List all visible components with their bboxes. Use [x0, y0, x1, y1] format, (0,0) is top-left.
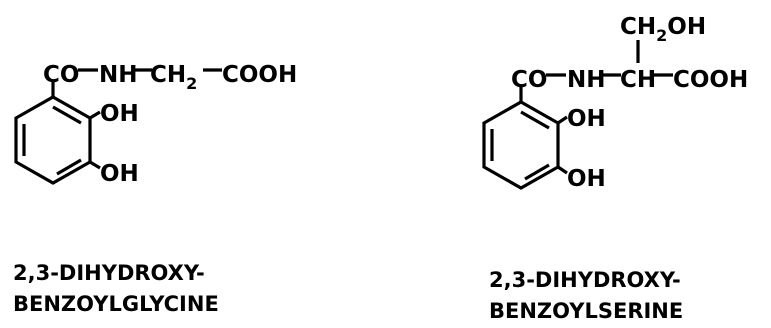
carboxyl-group-label: COOH — [673, 67, 748, 93]
hydroxyl-2-label: OH — [567, 106, 606, 132]
ring-1-inner-bond-bottom — [56, 158, 82, 176]
ring-1-to-oh-bottom-bond — [89, 160, 101, 170]
methylene-group-label: CH2 — [150, 62, 197, 93]
molecule-dihydroxybenzoylserine: CH2OH CO NH CH COOH OH OH 2,3-DIHYDROXY-… — [482, 14, 748, 323]
hydroxyl-3-label: OH — [100, 161, 139, 187]
hydroxymethyl-group-label: CH2OH — [620, 14, 706, 45]
ring-2-inner-bond-bottom — [524, 163, 550, 181]
carbonyl-group-label: CO — [511, 67, 547, 93]
amide-nh-label: NH — [567, 67, 606, 93]
ring-1-inner-bond-top — [52, 105, 82, 125]
benzene-ring-2 — [482, 100, 560, 190]
caption-line-1: 2,3-DIHYDROXY- — [489, 268, 681, 292]
hydroxyl-3-label: OH — [567, 166, 606, 192]
carbonyl-group-label: CO — [43, 62, 79, 88]
molecule-dihydroxybenzoylglycine: CO NH CH2 COOH OH OH 2,3-DIHYDROXY- BENZ… — [13, 62, 297, 316]
amide-nh-label: NH — [99, 62, 138, 88]
ring-2-to-oh-top-bond — [557, 115, 568, 125]
ring-2-inner-bond-top — [520, 110, 550, 130]
alpha-carbon-label: CH — [620, 67, 656, 93]
benzene-ring-1 — [14, 95, 92, 185]
hydroxyl-2-label: OH — [100, 101, 139, 127]
ring-1-to-oh-top-bond — [89, 110, 101, 120]
carboxyl-group-label: COOH — [222, 62, 297, 88]
ring-2-to-oh-bottom-bond — [557, 165, 568, 175]
caption-line-2: BENZOYLSERINE — [489, 299, 683, 323]
caption-line-1: 2,3-DIHYDROXY- — [13, 261, 205, 285]
caption-line-2: BENZOYLGLYCINE — [13, 292, 219, 316]
